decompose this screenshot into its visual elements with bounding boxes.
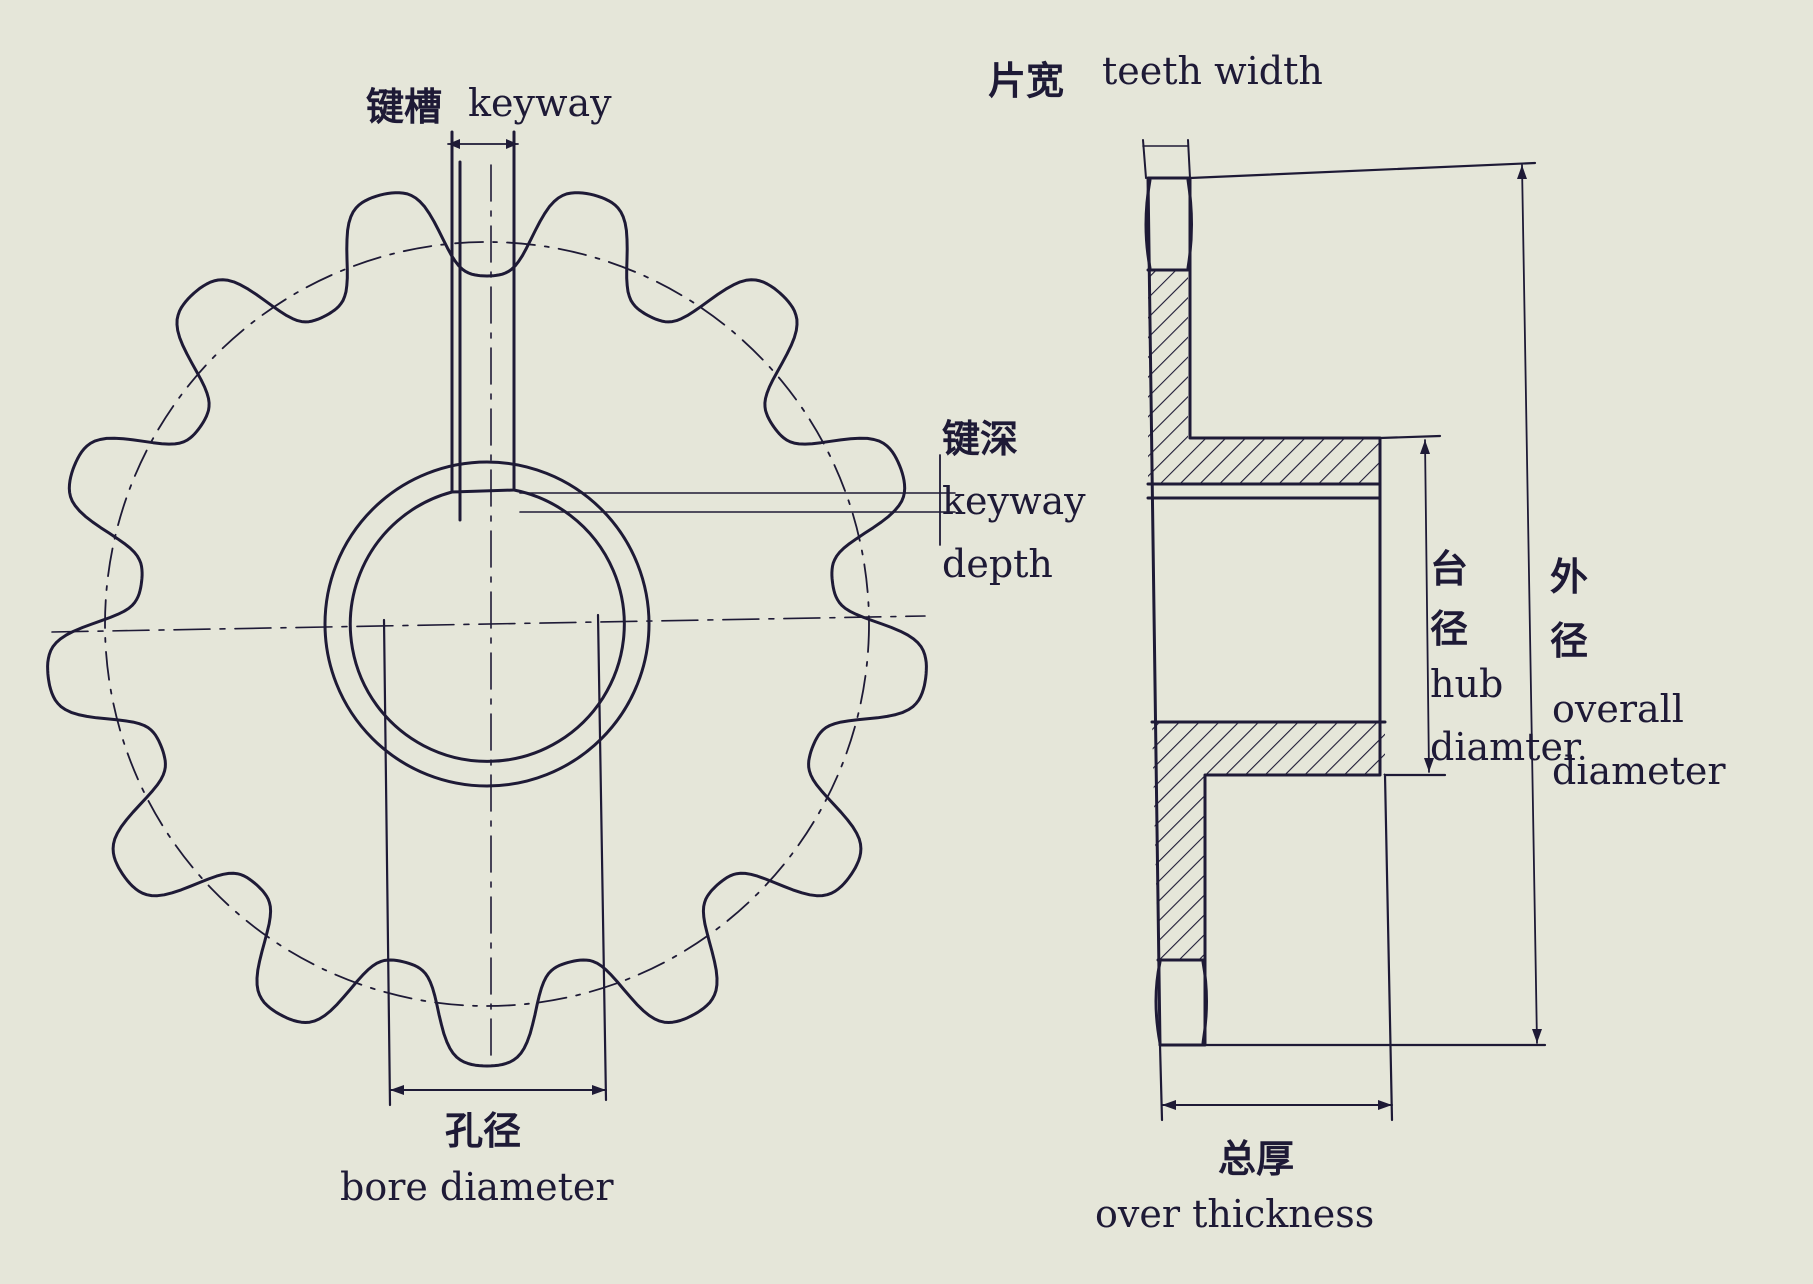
- bore-diameter-label-en: bore diameter: [340, 1165, 614, 1209]
- keyway-label-en: keyway: [468, 81, 612, 125]
- overall-top-ext: [1188, 161, 1537, 180]
- hub-diameter-label-en2: diamter: [1430, 725, 1582, 769]
- keyway-depth-label-cn: 键深: [942, 416, 1019, 461]
- hub-top-ext: [1378, 434, 1442, 440]
- keyway-depth-label-en1: keyway: [942, 479, 1086, 523]
- hub-bottom-hatch: [1152, 722, 1385, 960]
- thickness-ext-left: [1158, 1043, 1164, 1122]
- overall-dim-arrow: [1521, 164, 1538, 1044]
- thickness-ext-right: [1383, 773, 1394, 1122]
- sprocket-tooth-profile: [46, 191, 928, 1068]
- hub-circle: [323, 460, 651, 788]
- hub-dim-arrow: [1424, 439, 1430, 773]
- side-inner-lines: [1146, 268, 1387, 962]
- overall-diameter-label-en1: overall: [1552, 687, 1684, 731]
- overall-diameter-label-en2: diameter: [1552, 749, 1726, 793]
- bore-dim-ext-right: [596, 613, 608, 1102]
- hub-diameter-label-cn1: 台: [1430, 546, 1469, 591]
- tooth-chamfer-top: [1144, 178, 1193, 270]
- teeth-width-label-cn: 片宽: [988, 58, 1065, 103]
- pitch-circle: [104, 241, 870, 1007]
- hub-diameter-label-cn2: 径: [1430, 606, 1469, 651]
- horizontal-center-line: [51, 615, 926, 633]
- over-thickness-label-en: over thickness: [1095, 1192, 1375, 1236]
- overall-diameter-label-cn2: 径: [1550, 618, 1589, 663]
- keyway-slot: [450, 130, 516, 522]
- keyway-depth-label-en2: depth: [942, 542, 1053, 586]
- hub-top-hatch: [1148, 270, 1380, 484]
- hub-diameter-label-en1: hub: [1430, 662, 1504, 706]
- bore-diameter-label-cn: 孔径: [445, 1108, 522, 1153]
- tooth-chamfer-bottom: [1154, 960, 1208, 1045]
- over-thickness-label-cn: 总厚: [1218, 1136, 1295, 1181]
- bore-dim-ext-left: [382, 618, 392, 1107]
- bore-circle: [348, 488, 626, 763]
- overall-diameter-label-cn1: 外: [1550, 554, 1589, 599]
- keyway-label-cn: 键槽: [366, 84, 443, 129]
- teeth-width-label-en: teeth width: [1102, 49, 1323, 93]
